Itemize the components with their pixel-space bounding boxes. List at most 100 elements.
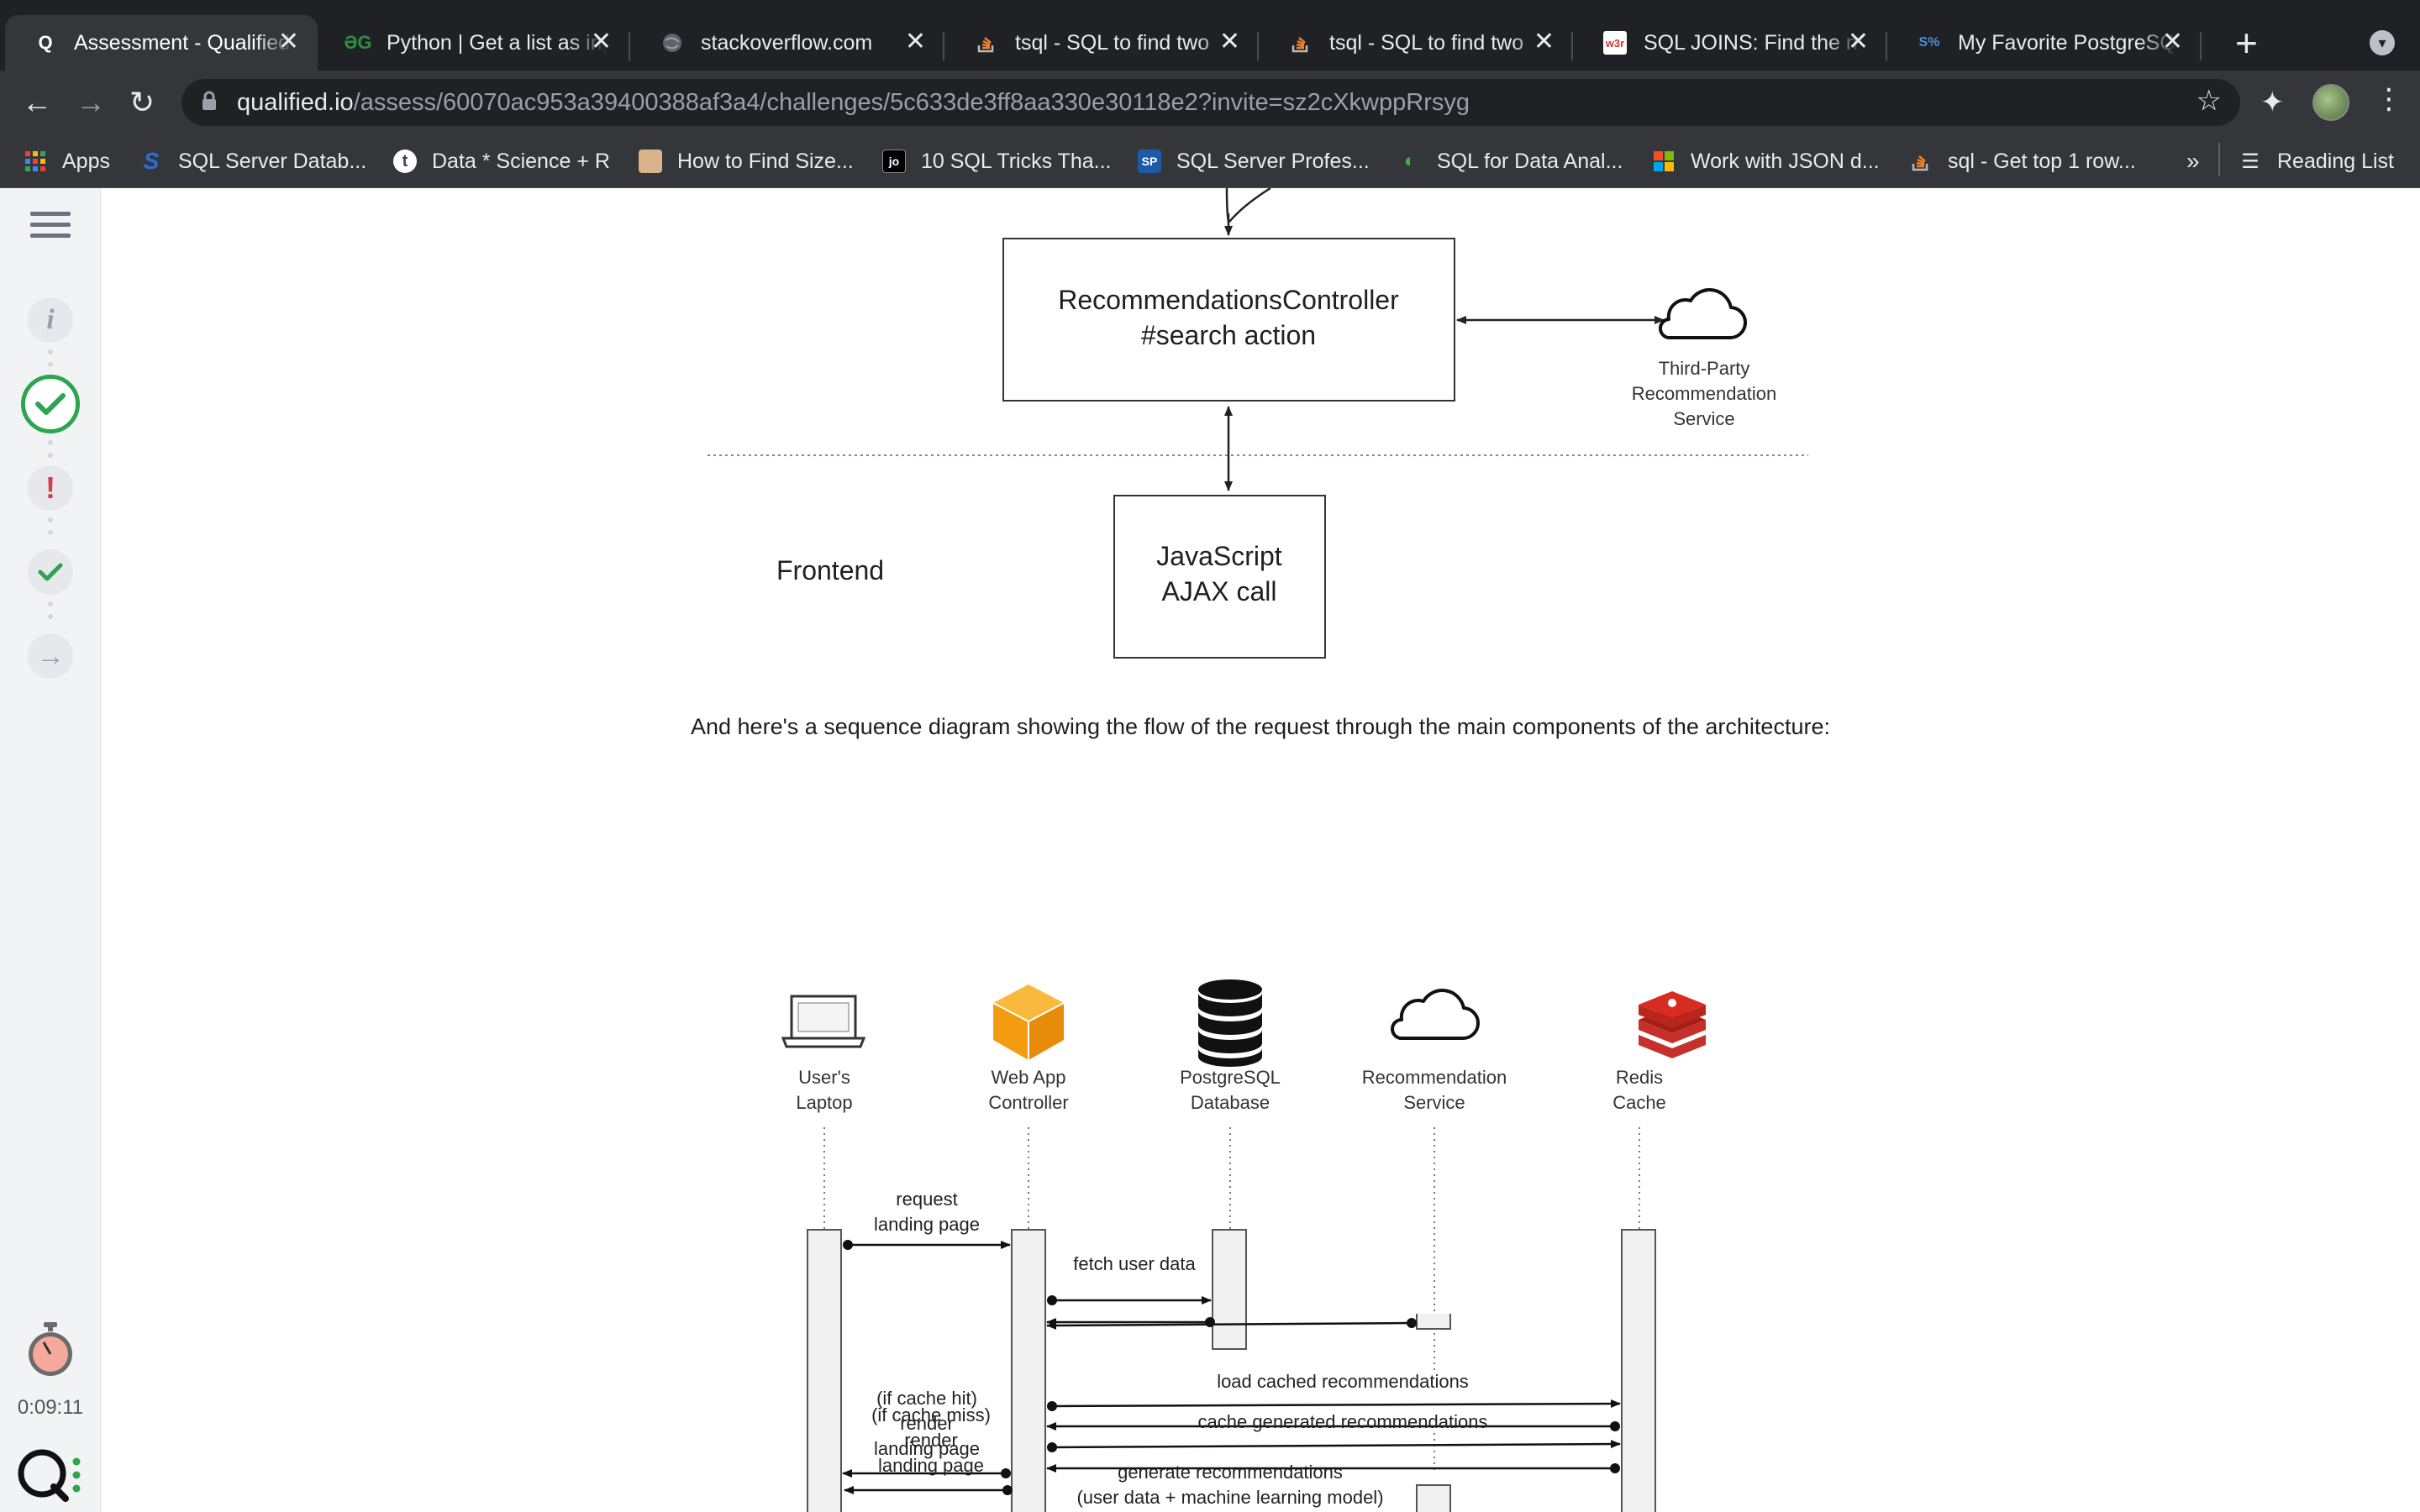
actor-webapp-label-line2: Controller: [988, 1092, 1068, 1113]
close-icon[interactable]: ✕: [1218, 28, 1240, 55]
msg-fetch-label: fetch user data: [1073, 1253, 1196, 1274]
tab-tsql-1[interactable]: tsql - SQL to find two ✕: [946, 15, 1259, 71]
browser-toolbar: ← → ↻ qualified.io/assess/60070ac953a394…: [0, 71, 2420, 133]
step-connector: [48, 349, 53, 375]
actor-recommendation-label-line1: Recommendation: [1362, 1067, 1507, 1088]
actor-recommendation-label-line2: Service: [1403, 1092, 1465, 1113]
forward-arrow-icon[interactable]: →: [76, 85, 106, 119]
completed-step-check-icon[interactable]: [28, 549, 73, 595]
bookmark-sql-data-analysis[interactable]: ◐ SQL for Data Anal...: [1398, 148, 1623, 175]
bookmark-sql-tricks[interactable]: jo 10 SQL Tricks Tha...: [882, 148, 1111, 175]
msg-cache-miss-label-line2: render: [904, 1430, 958, 1451]
step-connector: [48, 440, 53, 465]
architecture-diagram: RecommendationsController #search action…: [708, 188, 1808, 659]
controller-label-line2: #search action: [1141, 320, 1316, 350]
msg-cache-miss-label-line3: landing page: [878, 1455, 984, 1476]
extensions-puzzle-icon[interactable]: ✦: [2260, 87, 2285, 118]
third-party-label-line3: Service: [1673, 408, 1734, 429]
tab-title: tsql - SQL to find two: [1015, 30, 1210, 55]
bookmark-label: SQL for Data Anal...: [1437, 149, 1623, 173]
tab-stackoverflow[interactable]: stackoverflow.com ✕: [632, 15, 944, 71]
msg-cache-hit-label-line3: landing page: [874, 1438, 980, 1459]
close-icon[interactable]: ✕: [277, 28, 299, 55]
tab-assessment[interactable]: Q Assessment - Qualified ✕: [5, 15, 318, 71]
msg-request-label-line2: landing page: [874, 1214, 980, 1235]
bookmark-sql-top-row[interactable]: sql - Get top 1 row...: [1909, 148, 2136, 175]
bookmark-label: Data * Science + R: [432, 149, 610, 173]
tab-separator: [943, 32, 944, 60]
hamburger-menu-icon[interactable]: [30, 212, 71, 244]
bookmark-json[interactable]: Work with JSON d...: [1652, 148, 1880, 175]
browser-chrome: Q Assessment - Qualified ✕ ƏG Python | G…: [0, 0, 2420, 188]
overflow-chevron: »: [2186, 148, 2200, 174]
tab-separator: [1571, 32, 1573, 60]
close-icon[interactable]: ✕: [2161, 28, 2183, 55]
bookmark-star-icon[interactable]: ☆: [2196, 85, 2222, 117]
address-bar[interactable]: qualified.io/assess/60070ac953a39400388a…: [182, 79, 2240, 126]
reading-list-button[interactable]: ☰ Reading List: [2238, 148, 2394, 175]
error-step-icon[interactable]: !: [28, 465, 73, 511]
profile-avatar[interactable]: [2312, 84, 2349, 121]
tab-title: Assessment - Qualified: [74, 30, 291, 55]
close-icon[interactable]: ✕: [1847, 28, 1869, 55]
msg-request-label-line1: request: [896, 1189, 957, 1210]
third-party-label-line1: Third-Party: [1659, 358, 1750, 379]
step-connector: [48, 517, 53, 543]
third-party-label-line2: Recommendation: [1632, 383, 1776, 404]
close-icon[interactable]: ✕: [1533, 28, 1555, 55]
tab-sql-joins[interactable]: w3r SQL JOINS: Find the n ✕: [1575, 15, 1887, 71]
microsoft-icon: [1652, 150, 1676, 173]
bookmark-find-size[interactable]: How to Find Size...: [639, 148, 854, 175]
tab-postgresql[interactable]: S% My Favorite PostgreSQL ✕: [1889, 15, 2202, 71]
bookmark-data-science[interactable]: t Data * Science + R: [393, 148, 610, 175]
close-icon[interactable]: ✕: [904, 28, 926, 55]
msg-load-cached-arrow: [1051, 1399, 1621, 1409]
activation-recommendation-lower: [1416, 1314, 1451, 1330]
geeksforgeeks-icon: ƏG: [344, 32, 372, 53]
js-box-label-line2: AJAX call: [1162, 576, 1277, 606]
incoming-arrow: [1228, 188, 1271, 223]
current-step-check-icon[interactable]: [21, 375, 80, 433]
apps-grid-icon: [24, 150, 47, 173]
sql-server-pro-icon: SP: [1138, 150, 1161, 173]
tab-title: My Favorite PostgreSQL: [1958, 30, 2178, 55]
msg-cache-generated-label: cache generated recommendations: [1198, 1411, 1488, 1432]
back-arrow-icon[interactable]: ←: [22, 85, 52, 119]
avatar-icon: [639, 150, 662, 173]
msg-generate-label-line2: (user data + machine learning model): [1076, 1487, 1383, 1508]
msg-generate-label-line1: generate recommendations: [1118, 1462, 1343, 1483]
jooq-icon: jo: [882, 150, 906, 173]
sequence-diagram-intro: And here's a sequence diagram showing th…: [691, 714, 1830, 739]
tab-tsql-2[interactable]: tsql - SQL to find two ✕: [1260, 15, 1573, 71]
actor-laptop-label-line2: Laptop: [796, 1092, 852, 1113]
lock-icon[interactable]: [202, 91, 217, 111]
close-icon[interactable]: ✕: [590, 28, 612, 55]
reload-icon[interactable]: ↻: [129, 85, 155, 119]
url-host: qualified.io: [237, 89, 354, 116]
redis-icon: [1639, 991, 1706, 1058]
tab-search-chevron-icon[interactable]: ▾: [2370, 30, 2395, 55]
msg-load-cached-label: load cached recommendations: [1217, 1371, 1469, 1392]
bookmark-label: SQL Server Profes...: [1176, 149, 1370, 173]
sql-server-icon: S: [143, 148, 160, 174]
bookmarks-overflow[interactable]: »: [2186, 148, 2200, 175]
next-step-arrow-icon[interactable]: →: [28, 633, 73, 679]
tab-separator: [1886, 32, 1887, 60]
activation-recommendation: [1416, 1484, 1451, 1512]
bookmark-sql-server-pro[interactable]: SP SQL Server Profes...: [1138, 148, 1370, 175]
bookmark-sql-server-db[interactable]: S SQL Server Datab...: [139, 148, 367, 175]
actor-laptop-label-line1: User's: [798, 1067, 850, 1088]
javascript-ajax-box: [1113, 495, 1326, 659]
bookmark-apps[interactable]: Apps: [24, 148, 110, 175]
stackoverflow-icon: [1909, 150, 1933, 173]
controller-box: [1002, 238, 1455, 402]
msg-cache-hit-label-line2: render: [900, 1413, 954, 1434]
info-step-icon[interactable]: i: [28, 297, 73, 343]
bookmark-label: SQL Server Datab...: [178, 149, 367, 173]
new-tab-plus-icon[interactable]: +: [2235, 21, 2258, 65]
browser-menu-icon[interactable]: ⋮: [2375, 83, 2403, 115]
step-connector: [48, 601, 53, 627]
bookmarks-divider: [2218, 143, 2220, 176]
tab-python[interactable]: ƏG Python | Get a list as input ✕: [318, 15, 630, 71]
bookmark-label: How to Find Size...: [677, 149, 854, 173]
